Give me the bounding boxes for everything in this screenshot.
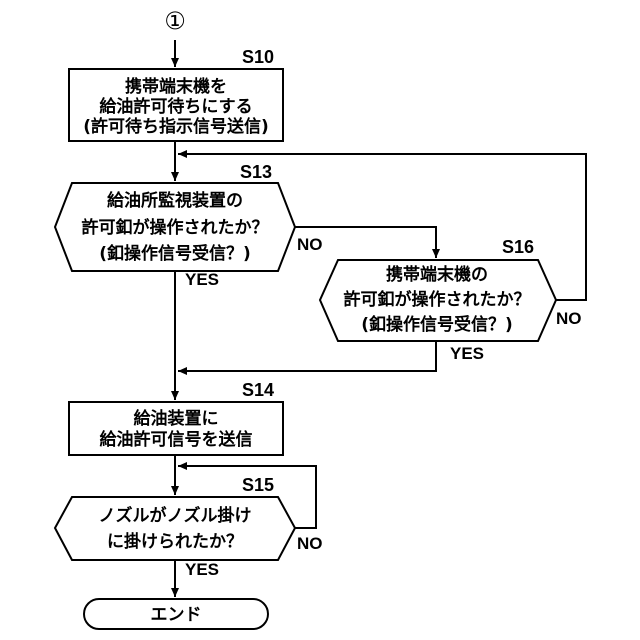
s14-step-label: S14 bbox=[242, 380, 274, 400]
s16-line-2: 許可釦が操作されたか？ bbox=[344, 289, 531, 310]
s14-line-2: 給油許可信号を送信 bbox=[100, 429, 253, 450]
s10-line-2: 給油許可待ちにする bbox=[99, 96, 252, 117]
s15-no-label: NO bbox=[297, 534, 323, 553]
s10-step-label: S10 bbox=[242, 47, 274, 67]
s15-step-label: S15 bbox=[242, 475, 274, 495]
s13-line-2: 許可釦が操作されたか？ bbox=[82, 217, 269, 238]
s10-line-1: 携帯端末機を bbox=[125, 76, 227, 97]
s13-no-label: NO bbox=[297, 235, 323, 254]
s16-line-3: (釦操作信号受信？) bbox=[361, 314, 513, 335]
s14-line-1: 給油装置に bbox=[134, 408, 219, 429]
connector-label: ① bbox=[164, 7, 186, 35]
arrow-s16-yes-merge bbox=[178, 341, 436, 371]
s13-line-1: 給油所監視装置の bbox=[107, 190, 243, 211]
end-label: エンド bbox=[151, 605, 202, 625]
s16-yes-label: YES bbox=[450, 344, 484, 363]
s13-yes-label: YES bbox=[185, 270, 219, 289]
s16-step-label: S16 bbox=[502, 237, 534, 257]
s13-step-label: S13 bbox=[240, 162, 272, 182]
s16-line-1: 携帯端末機の bbox=[386, 264, 488, 285]
s13-line-3: (釦操作信号受信？) bbox=[99, 243, 251, 264]
s15-yes-label: YES bbox=[185, 560, 219, 579]
s13-text: 給油所監視装置の 許可釦が操作されたか？ (釦操作信号受信？) bbox=[82, 190, 269, 264]
s15-line-2: に掛けられたか？ bbox=[107, 531, 243, 552]
s16-no-label: NO bbox=[556, 309, 582, 328]
s10-line-3: (許可待ち指示信号送信) bbox=[83, 116, 269, 137]
start-connector: ① bbox=[164, 7, 186, 35]
s15-line-1: ノズルがノズル掛け bbox=[99, 505, 252, 526]
